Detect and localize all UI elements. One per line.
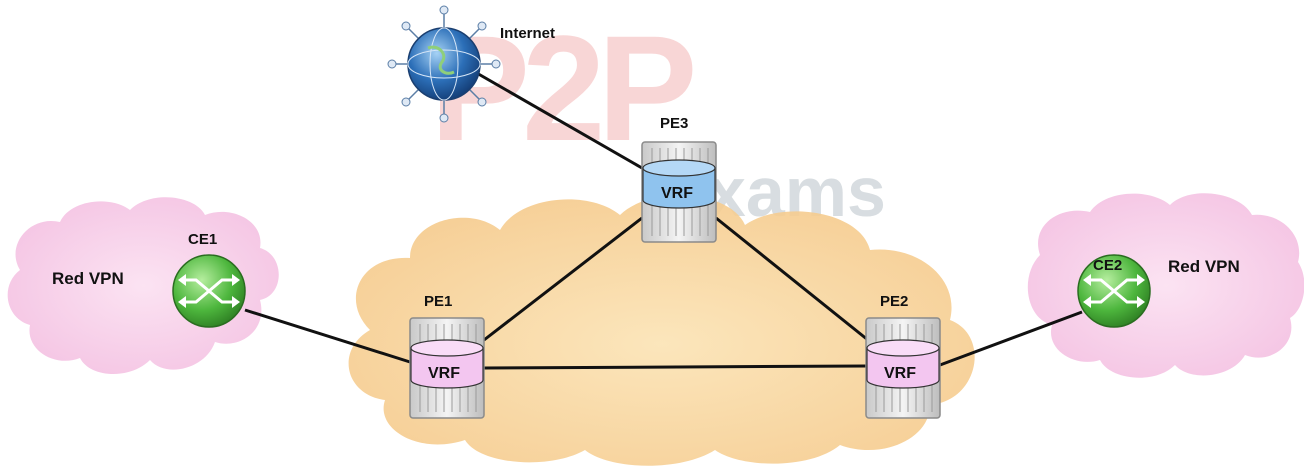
link-pe3-pe2 bbox=[715, 216, 869, 342]
ce2-label: CE2 bbox=[1093, 257, 1122, 274]
ce2-switch-icon bbox=[1077, 254, 1151, 328]
pe3-label: PE3 bbox=[660, 115, 688, 132]
pe1-vrf-cylinder bbox=[410, 339, 484, 389]
vpn-cloud-right bbox=[1027, 193, 1304, 378]
pe1-router-icon bbox=[409, 317, 485, 419]
pe1-vrf-label: VRF bbox=[428, 365, 460, 382]
internet-label: Internet bbox=[500, 25, 555, 42]
ce1-vpn-label: Red VPN bbox=[52, 269, 124, 288]
pe3-vrf-cylinder bbox=[642, 159, 716, 209]
link-ce1-pe1 bbox=[244, 308, 411, 364]
pe2-vrf-label: VRF bbox=[884, 365, 916, 382]
pe1-label: PE1 bbox=[424, 293, 452, 310]
vpn-cloud-left bbox=[7, 197, 279, 375]
watermark: P2P exams bbox=[430, 4, 886, 231]
link-pe2-ce2 bbox=[939, 310, 1083, 367]
ce2-vpn-label: Red VPN bbox=[1168, 257, 1240, 276]
pe2-label: PE2 bbox=[880, 293, 908, 310]
pe2-router-icon bbox=[865, 317, 941, 419]
provider-cloud bbox=[348, 195, 975, 466]
pe2-vrf-cylinder bbox=[866, 339, 940, 389]
links bbox=[244, 66, 1083, 370]
link-internet-pe3 bbox=[467, 66, 643, 170]
ce1-label: CE1 bbox=[188, 231, 217, 248]
link-pe1-pe3 bbox=[483, 216, 643, 342]
ce1-switch-icon bbox=[172, 254, 246, 328]
pe3-router-icon bbox=[641, 141, 717, 243]
link-pe1-pe2 bbox=[483, 364, 867, 370]
internet-globe-icon bbox=[387, 5, 501, 123]
pe3-vrf-label: VRF bbox=[661, 185, 693, 202]
